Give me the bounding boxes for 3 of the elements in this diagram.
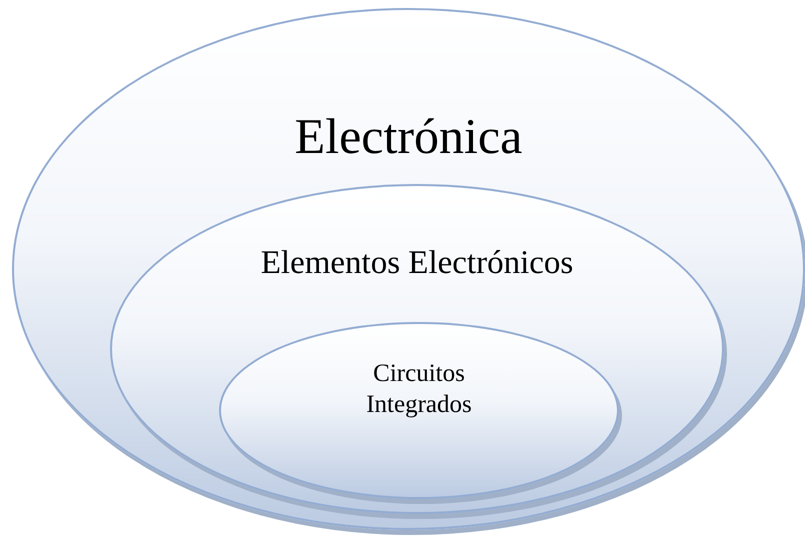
ellipse-label: Elementos Electrónicos: [260, 244, 574, 283]
ellipse-label: Electrónica: [294, 107, 524, 166]
ellipse-label: Circuitos Integrados: [365, 359, 473, 420]
